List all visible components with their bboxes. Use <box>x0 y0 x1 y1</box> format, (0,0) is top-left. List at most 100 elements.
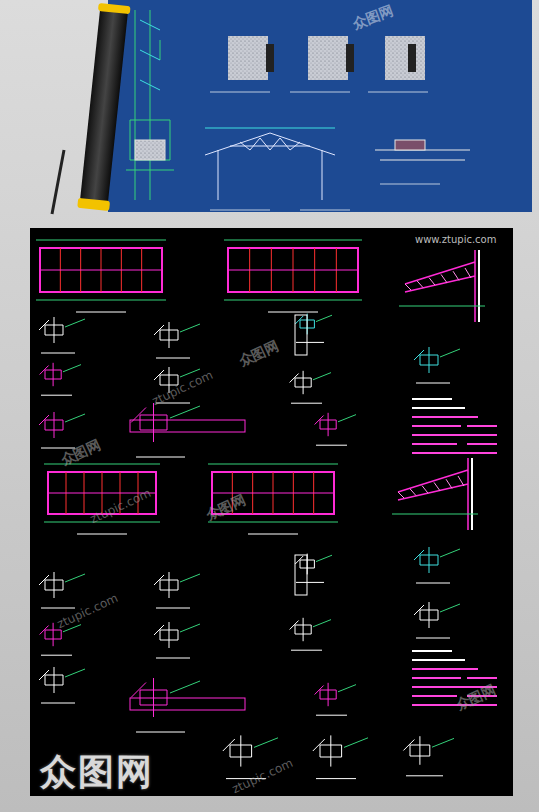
title-line <box>248 534 298 535</box>
leader-line <box>313 620 331 627</box>
truss-web <box>422 486 428 494</box>
truss-web <box>429 278 435 286</box>
node-detail <box>295 314 314 335</box>
note-line <box>412 452 470 454</box>
note-line <box>412 443 457 445</box>
note-line <box>467 425 497 427</box>
plan-grid <box>40 248 162 292</box>
grid-line <box>212 493 334 494</box>
paper-roll <box>52 3 131 214</box>
top-details <box>205 36 470 210</box>
dim-line <box>44 464 160 465</box>
leader-line <box>432 738 454 747</box>
leader-line <box>65 669 85 677</box>
column <box>295 555 307 595</box>
leader-line <box>180 624 200 632</box>
leader-line <box>65 574 85 582</box>
truss-web <box>405 284 411 290</box>
truss-web <box>441 274 447 282</box>
top-section <box>126 10 174 200</box>
title-line <box>156 608 190 609</box>
note-line <box>467 452 497 454</box>
grid-line <box>40 270 162 271</box>
node-detail <box>39 317 63 343</box>
title-line <box>156 658 190 659</box>
title-line <box>156 358 190 359</box>
leader-line <box>344 738 368 748</box>
node-detail <box>414 547 438 573</box>
title-line <box>416 383 450 384</box>
note-line <box>412 425 461 427</box>
plan-grid <box>228 248 358 292</box>
truss-web <box>465 268 471 278</box>
node-detail <box>39 412 63 438</box>
title-line <box>268 312 318 313</box>
dim-line <box>36 300 166 301</box>
watermark: www.ztupic.com <box>415 234 496 245</box>
truss-web <box>410 489 416 496</box>
leader-line <box>316 315 332 321</box>
note-line <box>412 659 465 661</box>
truss <box>405 250 475 322</box>
node-detail <box>414 602 438 628</box>
title-line <box>41 353 75 354</box>
title-line <box>41 395 72 396</box>
note-line <box>412 398 452 400</box>
note-line <box>412 686 474 688</box>
title-line <box>291 403 322 404</box>
dim-line <box>224 240 362 241</box>
title-line <box>136 457 185 458</box>
node-detail <box>39 572 63 598</box>
node-detail <box>154 572 178 598</box>
truss <box>398 458 468 530</box>
note-line <box>467 443 497 445</box>
node-detail <box>414 347 438 373</box>
truss-web <box>434 482 440 490</box>
node-detail <box>315 413 337 436</box>
leader-line <box>170 406 200 418</box>
leader-line <box>316 555 332 561</box>
note-line <box>412 416 478 418</box>
beam <box>130 420 245 432</box>
leader-line <box>440 549 460 557</box>
title-line <box>76 312 126 313</box>
title-line <box>41 608 75 609</box>
note-line <box>412 434 474 436</box>
title-line <box>77 534 127 535</box>
truss-web <box>453 271 459 280</box>
note-line <box>412 407 465 409</box>
beam <box>130 698 245 710</box>
node-detail <box>223 735 252 766</box>
leader-line <box>65 319 85 327</box>
leader-line <box>440 349 460 357</box>
node-detail <box>39 667 63 693</box>
node-detail <box>403 736 429 765</box>
node-detail <box>40 363 62 386</box>
grid-line <box>228 270 358 271</box>
leader-line <box>65 414 85 422</box>
dim-line <box>399 306 485 307</box>
leader-line <box>254 738 278 748</box>
node-detail <box>131 403 167 442</box>
title-line <box>136 732 185 733</box>
note-line <box>467 677 497 679</box>
leader-line <box>170 681 200 693</box>
leader-line <box>440 604 460 612</box>
title-line <box>41 655 72 656</box>
leader-line <box>180 574 200 582</box>
column <box>295 315 307 355</box>
node-detail <box>154 622 178 648</box>
cad-sheet <box>30 228 513 796</box>
note-line <box>412 650 452 652</box>
dim-line <box>224 300 362 301</box>
title-line <box>316 715 347 716</box>
blue-sheet <box>108 0 532 212</box>
truss-web <box>458 476 464 486</box>
node-detail <box>154 322 178 348</box>
title-line <box>316 445 347 446</box>
truss-web <box>417 281 423 288</box>
note-line <box>412 668 478 670</box>
note-line <box>467 434 497 436</box>
dim-line <box>36 240 166 241</box>
